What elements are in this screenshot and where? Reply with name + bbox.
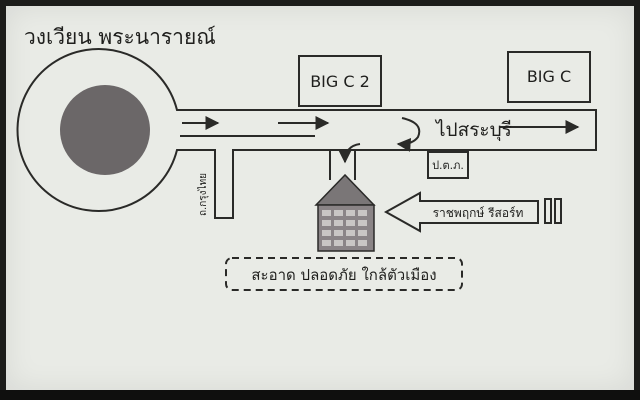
resort-arrow-icon — [383, 191, 539, 233]
road-outline — [16, 48, 597, 219]
tagline-label: สะอาด ปลอดภัย ใกล้ตัวเมือง — [251, 266, 436, 284]
map-card — [6, 6, 634, 390]
building-icon — [314, 173, 376, 252]
side-road-label: ถ.กรุงไทย — [197, 173, 209, 216]
big-c-label: BIG C — [527, 67, 571, 86]
pdk-box — [427, 151, 469, 179]
double-bar-icon — [554, 198, 562, 224]
pdk-label: ป.ต.ภ. — [432, 159, 464, 172]
u-turn-arrow-icon — [396, 117, 421, 152]
big-c-box — [507, 51, 591, 103]
big-c2-box — [298, 55, 382, 107]
double-bar-icon — [544, 198, 552, 224]
map-title: วงเวียน พระนารายณ์ — [24, 25, 216, 49]
direction-label: ไปสระบุรี — [434, 119, 512, 142]
resort-label: ราชพฤกษ์ รีสอร์ท — [433, 206, 524, 220]
bottom-strip — [0, 390, 640, 400]
tagline-box — [225, 257, 463, 291]
big-c2-label: BIG C 2 — [310, 72, 370, 91]
driveway — [329, 150, 356, 180]
roundabout-center-icon — [60, 85, 150, 175]
turn-down-arrow-icon — [338, 143, 361, 164]
